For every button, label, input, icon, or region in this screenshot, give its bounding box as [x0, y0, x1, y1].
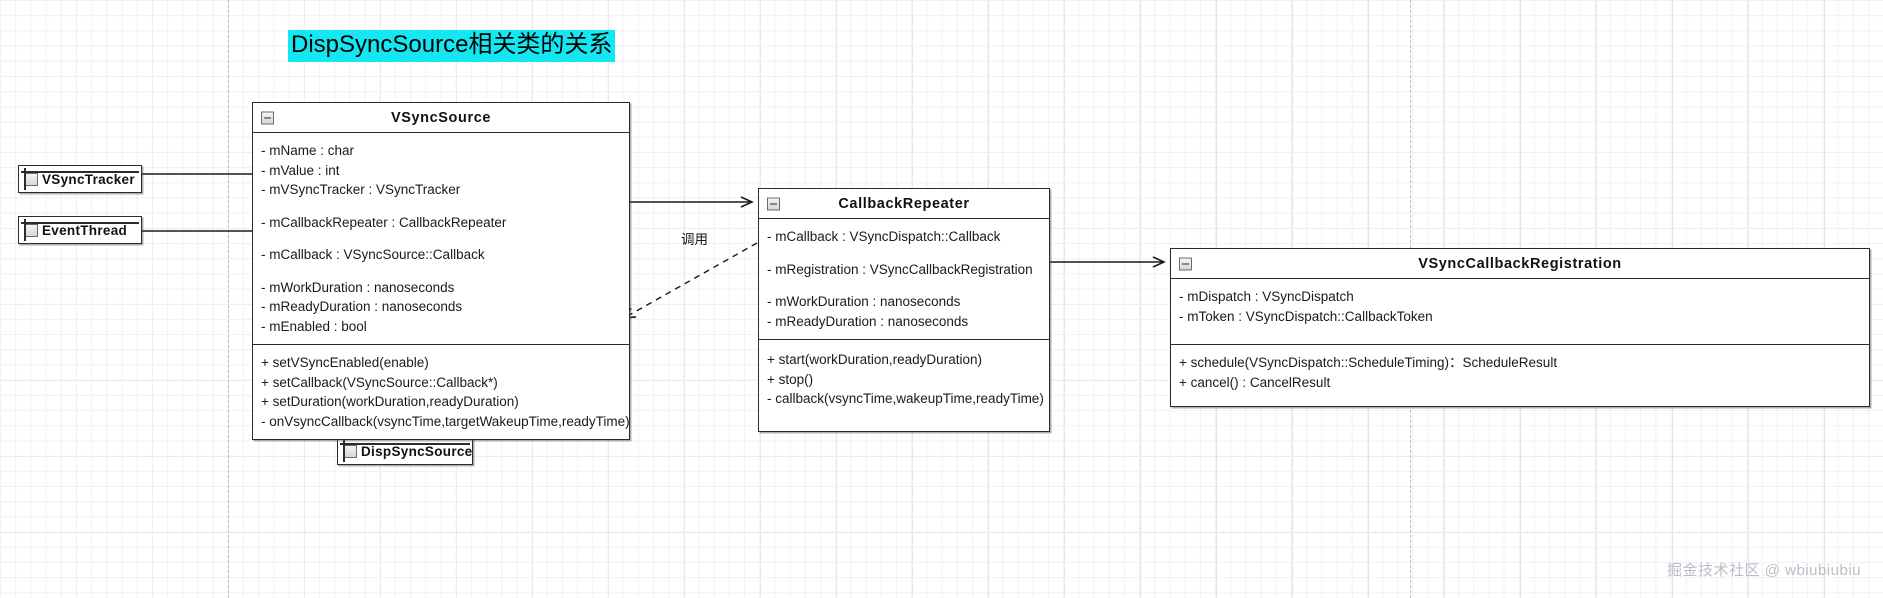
link-dependency-call	[622, 242, 758, 319]
attribute-row: - mReadyDuration : nanoseconds	[261, 299, 463, 314]
attribute-row: - mName : char	[261, 143, 355, 158]
method-row: + setCallback(VSyncSource::Callback*)	[261, 374, 498, 390]
method-row: - onVsyncCallback(vsyncTime,targetWakeup…	[261, 413, 630, 429]
collapsed-class-label: DispSyncSource	[361, 443, 473, 459]
class-header[interactable]: CallbackRepeater	[759, 189, 1049, 219]
method-row: + start(workDuration,readyDuration)	[767, 352, 982, 367]
class-attributes: - mName : char - mValue : int - mVSyncTr…	[253, 133, 629, 344]
class-box-vsyncsource[interactable]: VSyncSource - mName : char - mValue : in…	[252, 102, 630, 440]
method-row: - callback(vsyncTime,wakeupTime,readyTim…	[767, 391, 1044, 406]
attribute-row: - mCallbackRepeater : CallbackRepeater	[261, 214, 507, 230]
collapsed-class-eventthread[interactable]: EventThread	[18, 216, 142, 244]
method-row: + schedule(VSyncDispatch::ScheduleTiming…	[1179, 355, 1558, 370]
collapsed-class-label: EventThread	[42, 222, 128, 238]
attribute-row: - mWorkDuration : nanoseconds	[767, 294, 961, 309]
class-methods: + start(workDuration,readyDuration) + st…	[759, 339, 1049, 431]
class-methods: + schedule(VSyncDispatch::ScheduleTiming…	[1171, 344, 1869, 406]
minus-collapse-icon[interactable]	[261, 111, 274, 124]
attribute-row: - mValue : int	[261, 162, 340, 178]
class-box-callbackrepeater[interactable]: CallbackRepeater - mCallback : VSyncDisp…	[758, 188, 1050, 432]
class-attributes: - mDispatch : VSyncDispatch - mToken : V…	[1171, 279, 1869, 344]
attribute-row: - mWorkDuration : nanoseconds	[261, 279, 455, 295]
class-header[interactable]: VSyncSource	[253, 103, 629, 133]
attribute-row: - mRegistration : VSyncCallbackRegistrat…	[767, 261, 1033, 277]
method-row: + setVSyncEnabled(enable)	[261, 355, 429, 370]
class-header[interactable]: VSyncCallbackRegistration	[1171, 249, 1869, 279]
class-name: VSyncSource	[390, 109, 492, 126]
attribute-row: - mVSyncTracker : VSyncTracker	[261, 182, 461, 197]
collapsed-class-vsynctracker[interactable]: VSyncTracker	[18, 165, 142, 193]
minus-collapse-icon[interactable]	[1179, 257, 1192, 270]
class-methods: + setVSyncEnabled(enable) + setCallback(…	[253, 344, 630, 439]
minus-collapse-icon[interactable]	[767, 197, 780, 210]
attribute-row: - mCallback : VSyncDispatch::Callback	[767, 229, 1001, 244]
method-row: + setDuration(workDuration,readyDuration…	[261, 394, 519, 409]
edge-label-call: 调用	[681, 232, 708, 247]
attribute-row: - mCallback : VSyncSource::Callback	[261, 247, 485, 262]
attribute-row: - mDispatch : VSyncDispatch	[1179, 289, 1354, 304]
collapsed-class-dispsyncsource[interactable]: DispSyncSource	[337, 437, 473, 465]
page-title: DispSyncSource相关类的关系	[288, 30, 616, 62]
plus-expand-icon[interactable]	[25, 172, 38, 186]
watermark: 掘金技术社区 @ wbiubiubiu	[1667, 562, 1861, 579]
attribute-row: - mReadyDuration : nanoseconds	[767, 313, 969, 329]
attribute-row: - mEnabled : bool	[261, 318, 367, 334]
method-row: + cancel() : CancelResult	[1179, 374, 1331, 390]
class-box-vsynccallbackregistration[interactable]: VSyncCallbackRegistration - mDispatch : …	[1170, 248, 1870, 407]
class-name: CallbackRepeater	[838, 195, 970, 212]
method-row: + stop()	[767, 371, 814, 387]
attribute-row: - mToken : VSyncDispatch::CallbackToken	[1179, 308, 1433, 324]
class-attributes: - mCallback : VSyncDispatch::Callback - …	[759, 219, 1049, 339]
plus-expand-icon[interactable]	[25, 223, 38, 237]
page-break-guide-left	[228, 0, 229, 598]
class-name: VSyncCallbackRegistration	[1418, 255, 1622, 272]
plus-expand-icon[interactable]	[344, 444, 357, 458]
collapsed-class-label: VSyncTracker	[42, 171, 135, 187]
